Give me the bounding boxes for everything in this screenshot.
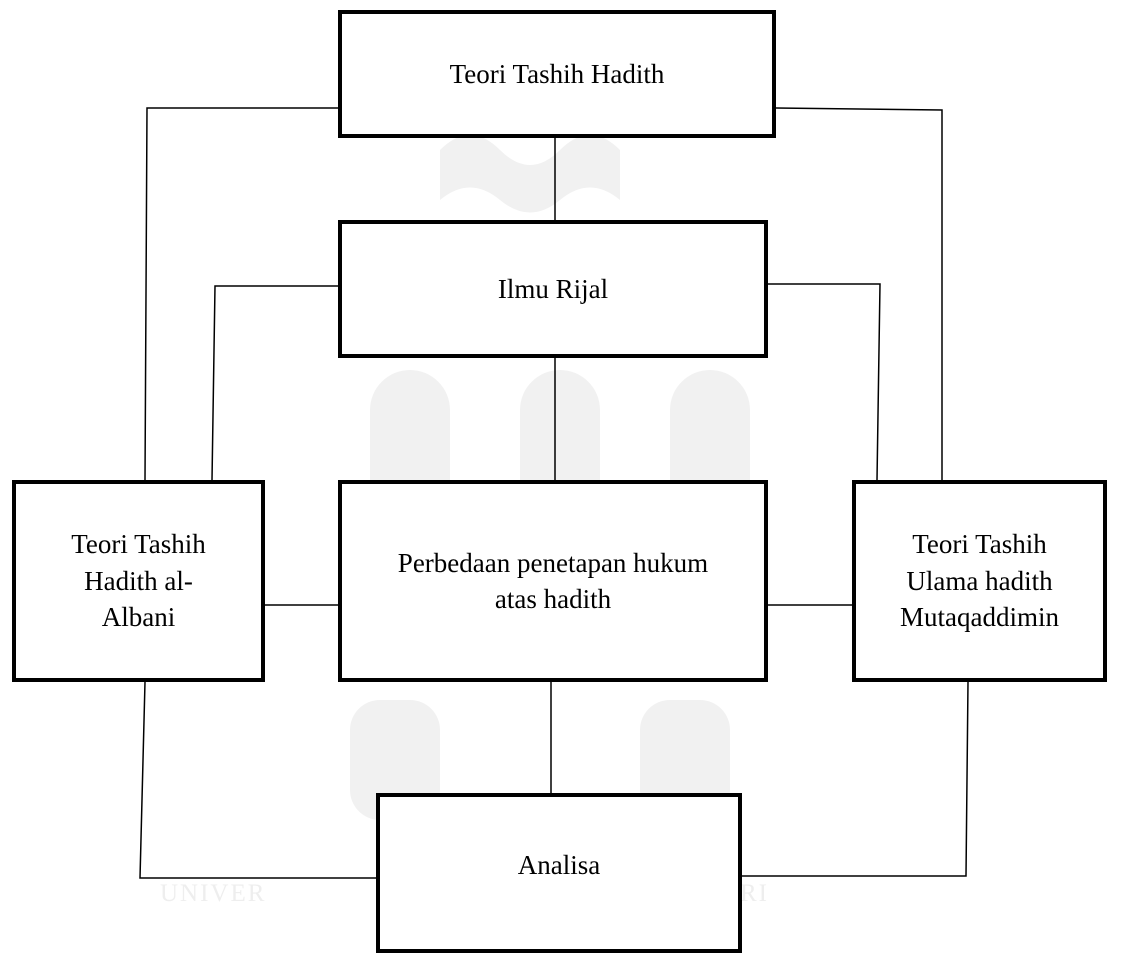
node-label-line-2: Hadith al-: [84, 565, 193, 596]
node-label-line-2: Ulama hadith: [906, 565, 1053, 596]
watermark-text-left: UNIVER: [160, 880, 267, 907]
connector-top-left: [144, 107, 338, 481]
diagram-canvas: UNIVER RI Teori Tashih Hadith: [12, 10, 1107, 953]
node-ilmu-rijal: Ilmu Rijal: [338, 220, 768, 358]
connector-top-right: [775, 107, 943, 480]
node-label: Teori Tashih Hadith: [449, 58, 665, 89]
watermark-text-right: RI: [740, 880, 769, 907]
node-label-line-3: Albani: [101, 602, 176, 633]
node-label: Analisa: [517, 850, 601, 880]
node-label: Ilmu Rijal: [497, 273, 609, 304]
node-teori-tashih-albani: Teori Tashih Hadith al- Albani: [12, 480, 265, 682]
node-perbedaan-penetapan-hukum: Perbedaan penetapan hukum atas hadith: [338, 480, 768, 682]
node-label-line-1: Perbedaan penetapan hukum: [397, 547, 709, 578]
connector-rijal-left: [211, 285, 338, 481]
node-label-line-3: Mutaqaddimin: [900, 602, 1059, 633]
connectors: [139, 107, 969, 879]
node-label-line-2: atas hadith: [494, 584, 612, 614]
node-teori-tashih-mutaqaddimin: Teori Tashih Ulama hadith Mutaqaddimin: [852, 480, 1107, 682]
connector-right-bottom: [740, 681, 969, 877]
connector-rijal-right: [768, 283, 881, 481]
node-label-line-1: Teori Tashih: [71, 529, 206, 560]
node-label-line-1: Teori Tashih: [912, 529, 1047, 560]
connector-left-bottom: [139, 681, 380, 879]
node-teori-tashih-hadith: Teori Tashih Hadith: [338, 10, 776, 138]
node-analisa: Analisa: [376, 793, 742, 953]
